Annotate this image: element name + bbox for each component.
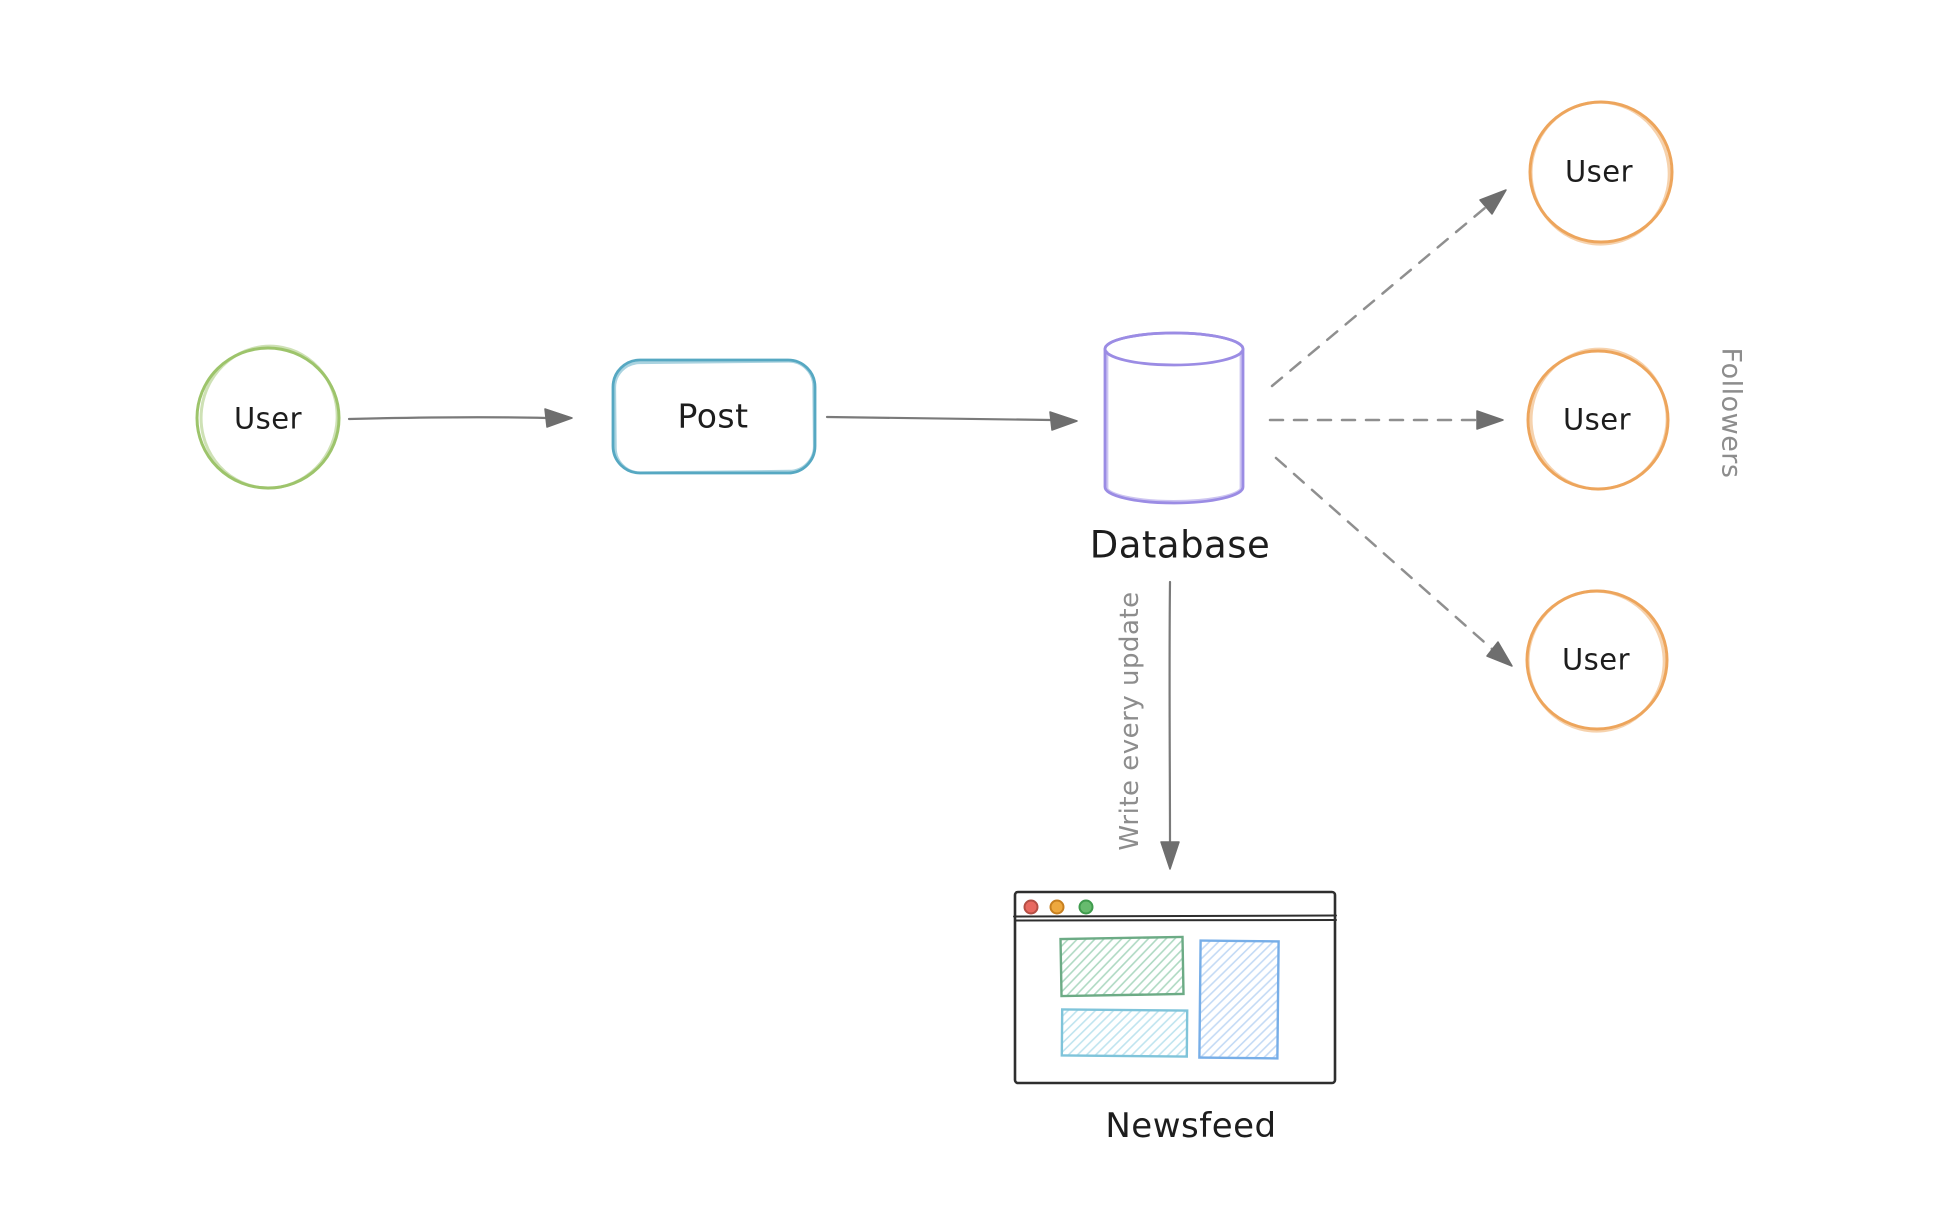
follower-label-2: User	[1562, 402, 1632, 437]
newsfeed-content-block-side	[1198, 939, 1280, 1060]
dashed-arrow-database-to-follower-3	[1274, 456, 1513, 667]
window-titlebar	[1013, 899, 1337, 922]
database-node	[1103, 331, 1245, 505]
write-every-update-annotation: Write every update	[1115, 591, 1145, 851]
follower-node-2	[1526, 347, 1670, 491]
newsfeed-label: Newsfeed	[1105, 1106, 1277, 1146]
dashed-arrow-database-to-follower-2	[1268, 410, 1504, 430]
follower-node-1	[1528, 100, 1674, 246]
post-node	[611, 358, 817, 475]
arrow-user-to-post	[347, 408, 573, 428]
follower-label-1: User	[1564, 154, 1634, 189]
window-control-yellow-icon	[1049, 899, 1065, 915]
follower-label-3: User	[1561, 642, 1631, 677]
followers-group-annotation: Followers	[1715, 347, 1747, 479]
newsfeed-window	[1013, 890, 1337, 1085]
user-source-node	[195, 344, 341, 490]
dashed-arrow-database-to-follower-1	[1270, 189, 1507, 388]
database-label: Database	[1089, 523, 1271, 567]
post-label: Post	[677, 396, 749, 436]
window-control-green-icon	[1078, 899, 1094, 915]
newsfeed-content-block-bottom	[1060, 1008, 1189, 1058]
window-control-red-icon	[1023, 899, 1039, 915]
follower-node-3	[1525, 589, 1669, 733]
user-source-label: User	[233, 401, 303, 436]
newsfeed-content-block-top	[1059, 935, 1185, 998]
arrow-database-to-newsfeed	[1160, 580, 1180, 870]
arrow-post-to-database	[825, 411, 1078, 431]
